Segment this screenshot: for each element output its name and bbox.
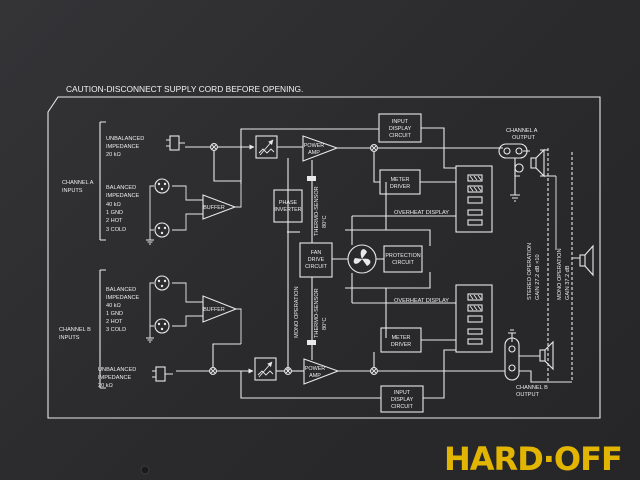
svg-text:POWER: POWER [305,366,325,372]
svg-text:BUFFER: BUFFER [203,307,225,313]
diagram-border [47,96,601,419]
balanced-a-line-1: BALANCED [106,185,136,191]
speaker-mono-icon [579,244,594,277]
svg-text:DISPLAY: DISPLAY [391,397,414,403]
balanced-a-line-6: 3 COLD [106,227,126,233]
phase-inverter: PHASE INVERTER [273,189,303,223]
thermo-sensor-a-label: THERMO-SENSOR [314,186,320,236]
meter-driver-b: METER DRIVER [380,327,422,353]
svg-text:AMP: AMP [308,150,320,156]
gain-control-b-icon [254,358,276,381]
level-meter-display-a [455,165,493,233]
balanced-b-line-6: 3 COLD [106,327,126,333]
channel-b-inputs-label-1: CHANNEL B [59,327,91,333]
unbalanced-a-line-2: IMPEDANCE [106,144,140,150]
panel-screw-icon [140,465,150,475]
svg-text:POWER: POWER [304,143,324,149]
stereo-gain-label: GAIN 27.2 dB ×10 [535,254,541,300]
svg-text:METER: METER [392,335,411,341]
caution-caption: CAUTION-DISCONNECT SUPPLY CORD BEFORE OP… [66,84,303,94]
speaker-terminal-a-icon [498,143,528,173]
level-meter-display-b [455,284,493,353]
balanced-b-line-5: 2 HOT [106,319,123,325]
xlr-connector-b-icon [146,275,170,343]
svg-text:BUFFER: BUFFER [203,205,225,211]
unbalanced-b-line-3: 20 kΩ [98,383,113,389]
svg-text:CIRCUIT: CIRCUIT [392,260,415,266]
svg-text:DRIVER: DRIVER [390,184,410,190]
protection-circuit: PROTECTION CIRCUIT [383,245,423,273]
speaker-b-icon [539,340,554,371]
channel-b-inputs-label-2: INPUTS [59,335,80,341]
balanced-b-line-3: 40 kΩ [106,303,121,309]
input-display-circuit-a: INPUT DISPLAY CIRCUIT [378,113,422,143]
channel-a-inputs-label-2: INPUTS [62,188,83,194]
speaker-a-icon [530,148,545,178]
gain-control-a-icon [255,136,277,159]
thermo-sensor-a-temp: 80°C [322,216,328,229]
svg-text:FAN: FAN [311,250,322,256]
balanced-b-line-4: 1 GND [106,311,123,317]
power-amp-a: POWER AMP [302,135,339,162]
mono-operation-label: MONO OPERATION [557,249,563,301]
input-display-circuit-b: INPUT DISPLAY CIRCUIT [380,385,424,413]
svg-text:DISPLAY: DISPLAY [389,126,412,132]
channel-b-output-label-2: OUTPUT [516,392,540,398]
svg-text:PHASE: PHASE [279,200,298,206]
svg-text:INPUT: INPUT [392,119,409,125]
svg-text:INPUT: INPUT [394,390,411,396]
buffer-b: BUFFER [202,295,238,323]
balanced-b-line-2: IMPEDANCE [106,295,140,301]
svg-text:DRIVER: DRIVER [391,342,411,348]
unbalanced-b-line-1: UNBALANCED [98,367,136,373]
svg-text:PROTECTION: PROTECTION [385,253,420,259]
thermo-sensor-a-icon [307,176,316,181]
xlr-connector-a-icon [146,178,170,245]
balanced-b-line-1: BALANCED [106,287,136,293]
svg-text:CIRCUIT: CIRCUIT [305,264,328,270]
overheat-display-a-label: OVERHEAT DISPLAY [394,210,449,216]
balanced-a-line-2: IMPEDANCE [106,193,140,199]
phone-jack-b-icon [152,366,173,382]
svg-text:METER: METER [391,177,410,183]
svg-text:CIRCUIT: CIRCUIT [389,133,412,139]
fan-drive-circuit: FAN DRIVE CIRCUIT [299,242,333,278]
balanced-a-line-5: 2 HOT [106,218,123,224]
fan-icon [347,244,377,274]
svg-text:CIRCUIT: CIRCUIT [391,404,414,410]
svg-text:DRIVE: DRIVE [308,257,325,263]
hardoff-watermark-logo: HARD·OFF [444,440,622,478]
svg-text:AMP: AMP [309,373,321,379]
mono-gain-label: GAIN 37.2 dB [565,265,571,300]
phone-jack-a-icon [166,135,185,151]
buffer-a: BUFFER [202,194,237,220]
unbalanced-b-line-2: IMPEDANCE [98,375,132,381]
stereo-operation-label: STEREO OPERATION [527,243,533,300]
channel-b-output-label-1: CHANNEL B [516,385,548,391]
thermo-sensor-b-icon [307,340,316,345]
balanced-a-line-4: 1 GND [106,210,123,216]
channel-a-output-label-1: CHANNEL A [506,128,538,134]
overheat-display-b-label: OVERHEAT DISPLAY [394,298,449,304]
svg-text:INVERTER: INVERTER [274,207,301,213]
thermo-sensor-b-label: THERMO-SENSOR [314,288,320,338]
thermo-sensor-b-temp: 80°C [322,318,328,331]
speaker-terminal-b-icon [504,337,520,381]
balanced-a-line-3: 40 kΩ [106,202,121,208]
channel-a-inputs-label-1: CHANNEL A [62,180,94,186]
power-amp-b: POWER AMP [303,358,340,385]
mono-operation-vertical-label: MONO OPERATION [294,287,300,339]
unbalanced-a-line-3: 20 kΩ [106,152,121,158]
unbalanced-a-line-1: UNBALANCED [106,136,144,142]
channel-a-output-label-2: OUTPUT [512,135,536,141]
